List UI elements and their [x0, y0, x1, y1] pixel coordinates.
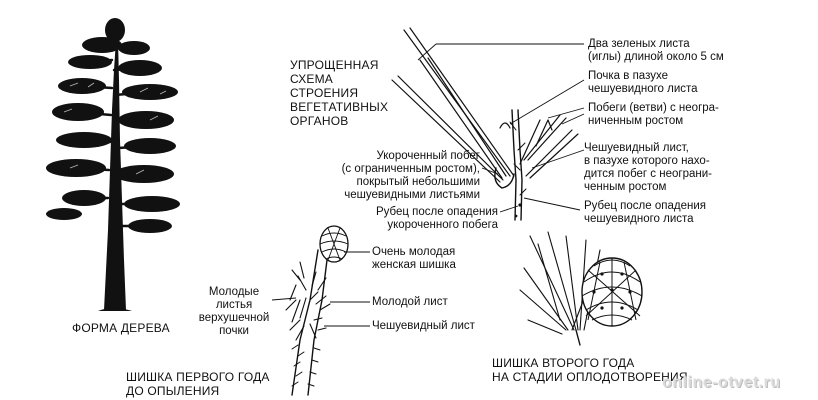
scheme-title: УПРОЩЕННАЯ СХЕМА СТРОЕНИЯ ВЕГЕТАТИВНЫХ О… — [290, 58, 388, 128]
label-long-shoots: Побеги (ветви) с неогра- ниченным ростом — [588, 102, 719, 128]
label-line: Молодые — [208, 286, 260, 298]
label-two-needles: Два зеленых листа (иглы) длиной около 5 … — [588, 38, 724, 64]
label-line: Почка в пазухе — [588, 70, 668, 82]
label-line: листья — [215, 299, 253, 311]
cone-second-year-caption: ШИШКА ВТОРОГО ГОДА НА СТАДИИ ОПЛОДОТВОРЕ… — [492, 356, 688, 384]
scheme-title-line: ОРГАНОВ — [290, 114, 349, 128]
label-line: в пазухе которого нахо- — [584, 155, 710, 167]
label-line: женская шишка — [372, 259, 456, 271]
scheme-title-line: СТРОЕНИЯ — [290, 86, 359, 100]
label-scar-short-shoot: Рубец после опадения укороченного побега — [340, 206, 498, 232]
caption-line: НА СТАДИИ ОПЛОДОТВОРЕНИЯ — [492, 370, 688, 384]
label-line: верхушечной — [198, 312, 270, 324]
caption-line: ШИШКА ВТОРОГО ГОДА — [492, 356, 635, 370]
label-line: Рубец после опадения — [584, 200, 706, 212]
label-scale-leaf: Чешуевидный лист — [372, 320, 475, 332]
label-young-leaf: Молодой лист — [372, 296, 448, 308]
scheme-title-line: СХЕМА — [290, 72, 333, 86]
label-short-shoot: Укороченный побег (с ограниченным ростом… — [318, 150, 480, 202]
label-line: Рубец после опадения — [376, 206, 498, 218]
label-line: ниченным ростом — [588, 115, 684, 127]
scheme-leader-lines — [417, 43, 585, 213]
label-line: дится побег с неограни- — [584, 168, 712, 180]
caption-line: ШИШКА ПЕРВОГО ГОДА — [126, 370, 270, 384]
label-line: чешуевидного листа — [588, 83, 698, 95]
label-line: (с ограниченным ростом), — [341, 163, 480, 175]
label-line: Укороченный побег — [376, 150, 480, 162]
label-line: ченным ростом — [584, 181, 667, 193]
scheme-title-line: УПРОЩЕННАЯ — [290, 58, 379, 72]
label-scale-leaf-axil: Чешуевидный лист, в пазухе которого нахо… — [584, 142, 712, 194]
label-line: Побеги (ветви) с неогра- — [588, 102, 719, 114]
second-year-cone-illustration — [519, 231, 643, 346]
label-scar-scale-leaf: Рубец после опадения чешуевидного листа — [584, 200, 706, 226]
label-line: чешуевидными листьями — [344, 189, 480, 201]
label-young-leaves-bud: Молодые листья верхушечной почки — [196, 286, 272, 338]
label-axillary-bud: Почка в пазухе чешуевидного листа — [588, 70, 698, 96]
label-line: (иглы) длиной около 5 см — [588, 51, 724, 63]
label-line: покрытый небольшими — [356, 176, 481, 188]
caption-line: ДО ОПЫЛЕНИЯ — [126, 384, 220, 398]
pine-tree-illustration — [46, 18, 180, 311]
label-line: почки — [219, 325, 249, 337]
label-young-female-cone: Очень молодая женская шишка — [372, 246, 456, 272]
scheme-title-line: ВЕГЕТАТИВНЫХ — [290, 100, 389, 114]
label-line: Два зеленых листа — [588, 38, 690, 50]
label-line: Чешуевидный лист, — [584, 142, 689, 154]
watermark: online-otvet.ru — [662, 374, 781, 391]
label-line: укороченного побега — [387, 219, 498, 231]
cone-first-year-caption: ШИШКА ПЕРВОГО ГОДА ДО ОПЫЛЕНИЯ — [126, 370, 270, 398]
first-year-cone-illustration — [271, 225, 370, 396]
vegetative-organs-scheme — [391, 27, 579, 221]
label-line: чешуевидного листа — [584, 213, 694, 225]
label-line: Очень молодая — [372, 246, 456, 258]
tree-form-caption: ФОРМА ДЕРЕВА — [72, 321, 170, 335]
